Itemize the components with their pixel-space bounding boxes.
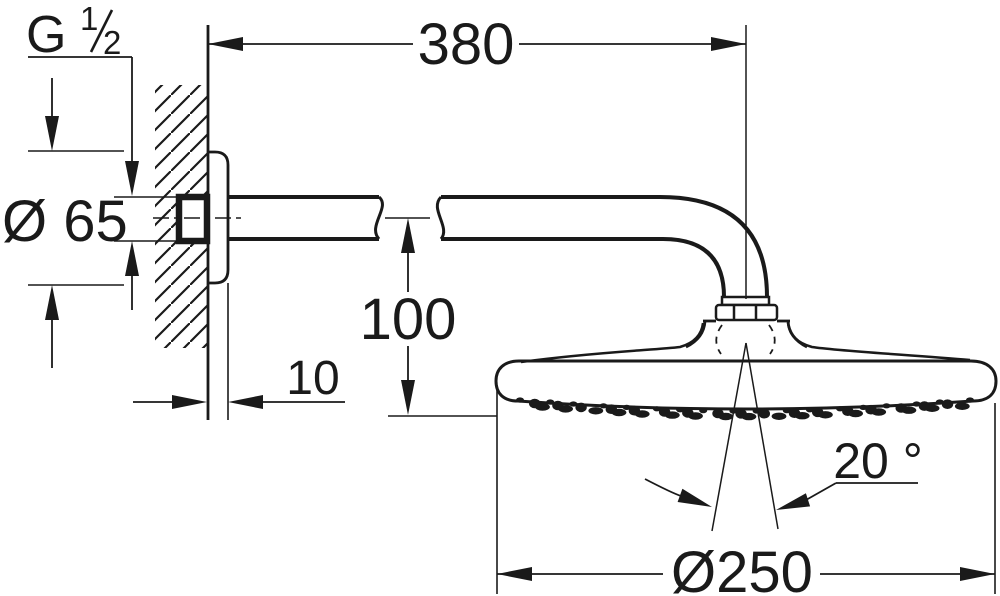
- dim-65-arrow-down: [45, 116, 59, 151]
- shower-head: [494, 322, 998, 421]
- spray-face-nozzles: [516, 397, 974, 421]
- nozzle-dot: [718, 412, 734, 421]
- arm-elbow-inner: [441, 237, 726, 298]
- nozzle-dot: [782, 408, 791, 414]
- nozzle-dot: [611, 408, 627, 417]
- spray-angle-label: 20 °: [833, 433, 923, 489]
- nozzle-dot: [882, 403, 891, 409]
- dim-380: 380: [208, 12, 747, 299]
- nozzle-dot: [688, 412, 703, 420]
- nozzle-dot: [569, 401, 578, 407]
- nozzle-dot: [622, 404, 631, 410]
- nozzle-dot: [924, 404, 940, 412]
- hub-left: [685, 320, 707, 349]
- pipe-break-left: [374, 195, 384, 241]
- thread-label-slash: [89, 9, 114, 53]
- dim-380-label: 380: [418, 12, 515, 77]
- thread-arrow-down: [125, 161, 139, 196]
- nozzle-dot: [848, 409, 863, 418]
- nozzle-dot: [935, 399, 944, 405]
- ball-hidden-arc-left: [715, 324, 723, 355]
- nozzle-dot: [535, 403, 550, 411]
- nozzle-dot: [664, 411, 680, 419]
- dim-250-arrow-left: [497, 567, 532, 581]
- nozzle-dot: [634, 410, 650, 418]
- head-top-cover-right: [786, 322, 971, 362]
- nozzle-dot: [901, 406, 917, 414]
- nozzle-dot: [652, 406, 661, 412]
- thread-label-sub: 2: [103, 24, 121, 61]
- nozzle-dot: [558, 405, 573, 413]
- dim-100-arrow-up: [401, 218, 415, 253]
- dim-65-label: Ø 65: [2, 189, 128, 254]
- dim-100-arrow-down: [401, 380, 415, 415]
- pipe-break-right: [435, 195, 446, 240]
- nozzle-dot: [546, 399, 555, 405]
- nozzle-dot: [912, 401, 921, 407]
- dim-65-arrow-up: [45, 285, 59, 320]
- dim-380-arrow-right: [711, 37, 746, 51]
- nozzle-dot: [599, 403, 608, 409]
- connection-nut: [714, 295, 779, 322]
- angle-arrow-left: [677, 488, 712, 507]
- arm-elbow-outer: [441, 195, 769, 298]
- nozzle-dot: [941, 399, 954, 410]
- dim-380-arrow-left: [208, 37, 243, 51]
- nozzle-dot: [676, 407, 685, 413]
- nozzle-dot: [588, 407, 604, 415]
- thread-arrow-up: [125, 241, 139, 276]
- angle-arrow-right: [776, 493, 811, 510]
- nozzle-dot: [516, 397, 524, 403]
- angle-leader-left: [644, 478, 682, 497]
- thread-label-g: G: [26, 6, 66, 64]
- head-body-outline: [494, 359, 998, 411]
- nozzle-dot: [954, 402, 970, 410]
- spray-line-left: [711, 342, 747, 532]
- angle-leader-right: [805, 482, 837, 501]
- dim-250-arrow-right: [960, 567, 995, 581]
- dim-250-label: Ø250: [671, 540, 813, 596]
- nozzle-dot: [818, 411, 833, 419]
- nozzle-dot: [741, 412, 757, 421]
- thread-fitting: [114, 193, 242, 245]
- spray-line-right: [745, 342, 779, 530]
- nozzle-dot: [805, 407, 814, 413]
- dim-100-label: 100: [360, 287, 457, 352]
- spray-angle-20: 20 °: [644, 342, 923, 532]
- dim-10-label: 10: [286, 352, 339, 405]
- nozzle-dot: [794, 412, 810, 420]
- nozzle-dot: [758, 408, 770, 419]
- nozzle-dot: [859, 404, 868, 410]
- escutcheon-flange: [208, 150, 230, 420]
- nut-body: [714, 303, 779, 322]
- dim-100: 100: [360, 217, 497, 417]
- dim-diameter-65: Ø 65: [2, 78, 128, 368]
- nozzle-dot: [575, 402, 587, 413]
- head-top-cover-left: [520, 322, 705, 364]
- thread-label-sup: 1: [80, 0, 98, 37]
- dim-10-arrow-right: [172, 395, 207, 409]
- dim-10: 10: [133, 352, 345, 409]
- shower-arm: [229, 195, 769, 298]
- nozzle-dot: [771, 412, 787, 420]
- dim-g-thread-label: G 1 2: [26, 0, 139, 310]
- dim-10-arrow-left: [228, 395, 263, 409]
- dim-diameter-250: Ø250: [496, 385, 996, 596]
- nozzle-dot: [836, 406, 845, 412]
- ball-hidden-arc-right: [768, 324, 776, 355]
- nozzle-dot: [699, 408, 708, 414]
- nozzle-dot: [871, 408, 887, 416]
- nozzle-dot: [966, 397, 974, 403]
